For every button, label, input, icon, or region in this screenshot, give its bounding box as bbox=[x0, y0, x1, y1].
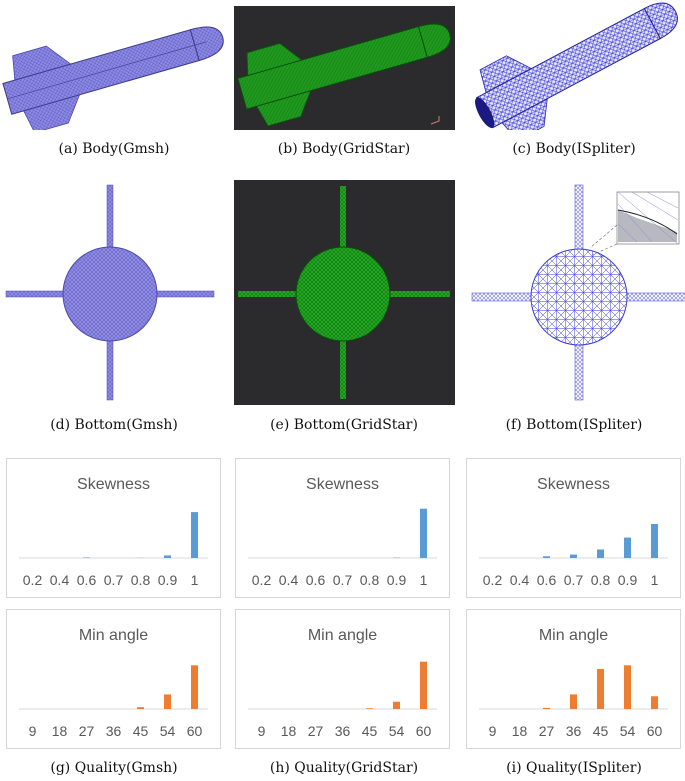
tick-label-27: 27 bbox=[308, 723, 324, 739]
caption-i: (i) Quality(ISpliter) bbox=[506, 760, 642, 776]
tick-label-27: 27 bbox=[79, 723, 95, 739]
tick-label-54: 54 bbox=[389, 723, 405, 739]
bar-45 bbox=[137, 707, 144, 709]
bar-0.8 bbox=[597, 549, 604, 558]
tick-label-1: 1 bbox=[420, 572, 428, 588]
tick-label-0.6: 0.6 bbox=[306, 572, 326, 588]
tick-label-9: 9 bbox=[29, 723, 37, 739]
rocket-mesh-ispliter bbox=[475, 2, 678, 142]
rocket-mesh-gridstar bbox=[237, 23, 451, 127]
chart-skewness-gridstar: Skewness 0.2 0.4 0.6 0.7 0.8 0.9 1 bbox=[235, 458, 450, 598]
bar-1 bbox=[191, 512, 198, 558]
tick-label-0.2: 0.2 bbox=[483, 572, 503, 588]
bar-1 bbox=[420, 508, 427, 558]
chart-minangle-gmsh: Min angle 9 18 27 36 45 54 60 bbox=[6, 609, 221, 749]
chart-title: Skewness bbox=[77, 476, 150, 493]
tick-label-18: 18 bbox=[512, 723, 528, 739]
caption-b: (b) Body(GridStar) bbox=[277, 141, 411, 157]
tick-label-0.9: 0.9 bbox=[158, 572, 178, 588]
tick-label-36: 36 bbox=[566, 723, 582, 739]
bar-0.9 bbox=[164, 555, 171, 558]
tick-label-18: 18 bbox=[52, 723, 68, 739]
bar-27 bbox=[543, 707, 550, 709]
tick-label-0.8: 0.8 bbox=[131, 572, 151, 588]
bar-54 bbox=[164, 694, 171, 709]
figure-bottom-gridstar bbox=[234, 180, 455, 405]
figure-bottom-gmsh bbox=[0, 180, 228, 405]
chart-title: Skewness bbox=[306, 476, 379, 493]
tick-label-0.8: 0.8 bbox=[360, 572, 380, 588]
tick-label-0.9: 0.9 bbox=[387, 572, 407, 588]
bar-36 bbox=[570, 694, 577, 709]
caption-d: (d) Bottom(Gmsh) bbox=[50, 417, 178, 433]
chart-title: Min angle bbox=[308, 627, 377, 644]
tick-label-45: 45 bbox=[593, 723, 609, 739]
bar-60 bbox=[651, 696, 658, 709]
tick-label-54: 54 bbox=[160, 723, 176, 739]
tick-label-0.4: 0.4 bbox=[50, 572, 70, 588]
tick-label-1: 1 bbox=[651, 572, 659, 588]
tick-label-0.8: 0.8 bbox=[591, 572, 611, 588]
caption-c: (c) Body(ISpliter) bbox=[512, 141, 636, 157]
figure-bottom-ispliter bbox=[462, 180, 685, 405]
tick-label-0.6: 0.6 bbox=[537, 572, 557, 588]
tick-label-36: 36 bbox=[106, 723, 122, 739]
tick-label-27: 27 bbox=[539, 723, 555, 739]
tick-label-1: 1 bbox=[191, 572, 199, 588]
caption-g: (g) Quality(Gmsh) bbox=[50, 760, 178, 776]
tick-label-0.6: 0.6 bbox=[77, 572, 97, 588]
tick-label-0.4: 0.4 bbox=[279, 572, 299, 588]
tick-label-0.9: 0.9 bbox=[618, 572, 638, 588]
tick-label-9: 9 bbox=[489, 723, 497, 739]
bar-45 bbox=[597, 668, 604, 709]
bar-0.7 bbox=[570, 554, 577, 558]
bar-0.9 bbox=[624, 537, 631, 558]
caption-a: (a) Body(Gmsh) bbox=[58, 141, 170, 157]
bar-54 bbox=[393, 701, 400, 709]
bar-1 bbox=[651, 524, 658, 558]
figure-body-gmsh bbox=[0, 6, 228, 134]
figure-body-ispliter bbox=[462, 2, 685, 142]
tick-label-60: 60 bbox=[416, 723, 432, 739]
tick-label-60: 60 bbox=[647, 723, 663, 739]
bottom-mesh-gridstar bbox=[238, 186, 450, 399]
chart-title: Min angle bbox=[79, 627, 148, 644]
chart-skewness-ispliter: Skewness 0.2 0.4 0.6 0.7 0.8 0.9 1 bbox=[466, 458, 681, 598]
tick-label-0.7: 0.7 bbox=[564, 572, 584, 588]
bottom-mesh-ispliter bbox=[471, 184, 685, 401]
chart-minangle-gridstar: Min angle 9 18 27 36 45 54 60 bbox=[235, 609, 450, 749]
tick-label-45: 45 bbox=[133, 723, 149, 739]
tick-label-0.7: 0.7 bbox=[333, 572, 353, 588]
bar-0.6 bbox=[543, 556, 550, 558]
tick-label-9: 9 bbox=[258, 723, 266, 739]
tick-label-0.2: 0.2 bbox=[23, 572, 43, 588]
tick-label-0.2: 0.2 bbox=[252, 572, 272, 588]
bar-45 bbox=[366, 708, 373, 709]
bar-60 bbox=[420, 661, 427, 709]
chart-title: Skewness bbox=[537, 476, 610, 493]
tick-label-45: 45 bbox=[362, 723, 378, 739]
caption-e: (e) Bottom(GridStar) bbox=[270, 417, 418, 433]
tick-label-54: 54 bbox=[620, 723, 636, 739]
bottom-mesh-gmsh bbox=[5, 184, 215, 401]
rocket-mesh-gmsh bbox=[2, 26, 224, 134]
tick-label-0.7: 0.7 bbox=[104, 572, 124, 588]
tick-label-36: 36 bbox=[335, 723, 351, 739]
caption-f: (f) Bottom(ISpliter) bbox=[505, 417, 643, 433]
chart-minangle-ispliter: Min angle 9 18 27 36 45 54 60 bbox=[466, 609, 681, 749]
bar-0.6 bbox=[83, 557, 90, 558]
tick-label-0.4: 0.4 bbox=[510, 572, 530, 588]
chart-title: Min angle bbox=[539, 627, 608, 644]
caption-h: (h) Quality(GridStar) bbox=[269, 760, 419, 776]
figure-body-gridstar bbox=[234, 6, 455, 130]
bar-60 bbox=[191, 665, 198, 709]
chart-skewness-gmsh: Skewness 0.2 0.4 0.6 0.7 0.8 0.9 1 bbox=[6, 458, 221, 598]
tick-label-60: 60 bbox=[187, 723, 203, 739]
tick-label-18: 18 bbox=[281, 723, 297, 739]
bar-54 bbox=[624, 665, 631, 709]
